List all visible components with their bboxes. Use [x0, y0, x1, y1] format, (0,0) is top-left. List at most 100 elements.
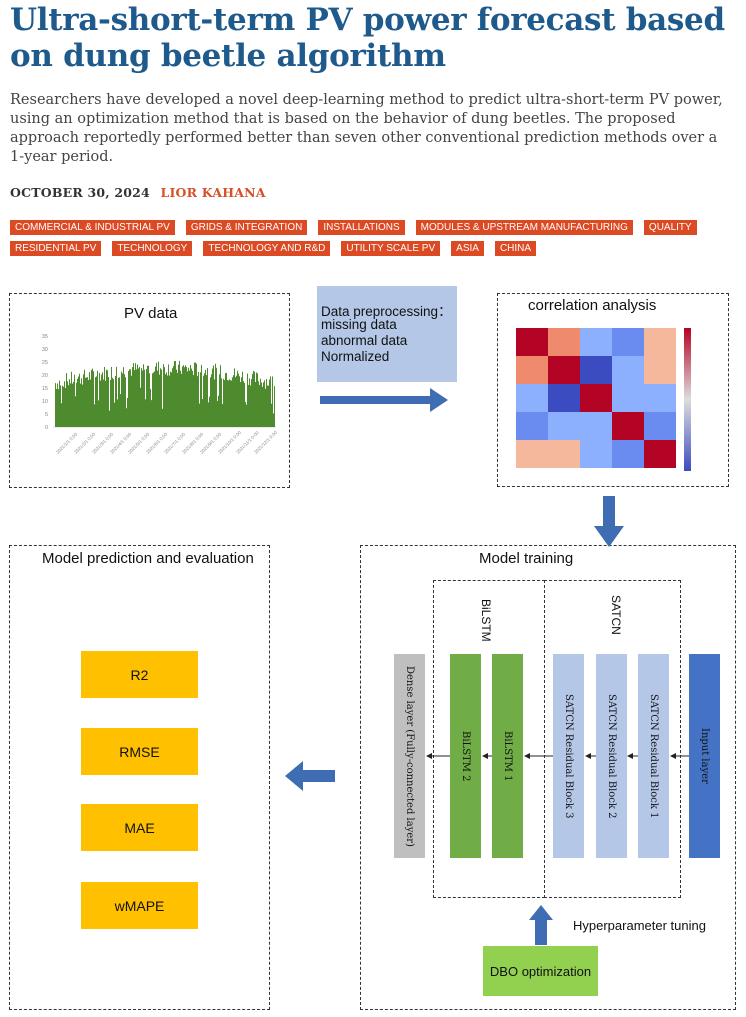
pv-bar — [245, 402, 246, 427]
pv-bar — [92, 368, 93, 427]
tag-technology-and-rd[interactable]: TECHNOLOGY AND R&D — [203, 241, 331, 256]
pv-bar — [91, 369, 92, 427]
pv-bar — [258, 381, 259, 427]
heatmap-cell — [612, 356, 644, 384]
pv-bar — [155, 366, 156, 427]
heatmap-cell — [548, 328, 580, 356]
correlation-title: correlation analysis — [528, 297, 657, 314]
pv-bar — [268, 385, 269, 427]
pv-bar — [175, 361, 176, 427]
heatmap-cell — [516, 412, 548, 440]
pv-bar — [69, 379, 70, 427]
pv-bar — [161, 369, 162, 427]
pv-bar — [70, 383, 71, 427]
pv-bar — [181, 373, 182, 427]
pv-bar — [159, 374, 160, 427]
pv-bar — [205, 370, 206, 427]
tag-quality[interactable]: QUALITY — [643, 220, 697, 235]
pv-bar — [266, 379, 267, 427]
pv-bar — [72, 383, 73, 427]
pv-bar — [105, 380, 106, 427]
pv-bar — [148, 365, 149, 427]
pv-bar — [113, 379, 114, 427]
publish-date: OCTOBER 30, 2024 — [10, 185, 150, 200]
heatmap-cell — [516, 440, 548, 468]
pv-bar — [209, 396, 210, 427]
pv-bar — [174, 360, 175, 427]
heatmap-cell — [548, 356, 580, 384]
pv-bar — [66, 373, 67, 427]
pv-bar — [122, 373, 123, 427]
pv-bar — [213, 365, 214, 427]
pv-bar — [145, 399, 146, 427]
pv-bar — [108, 377, 109, 427]
heatmap-cell — [612, 440, 644, 468]
pv-bar — [135, 363, 136, 427]
pv-y-ticks: 35 30 25 20 15 10 5 0 — [42, 334, 48, 431]
connector-head — [426, 753, 432, 759]
hyperparameter-label: Hyperparameter tuning — [573, 918, 706, 933]
pv-bar — [83, 374, 84, 427]
pv-bar — [272, 376, 273, 427]
metric-r2: R2 — [81, 651, 198, 698]
connector-head — [627, 753, 633, 759]
tag-utility-scale-pv[interactable]: UTILITY SCALE PV — [341, 241, 441, 256]
pv-bar — [146, 369, 147, 427]
pv-bar — [118, 377, 119, 427]
y-tick: 15 — [42, 386, 48, 392]
pv-bar — [183, 365, 184, 427]
pv-bar — [156, 362, 157, 427]
pv-bar — [87, 377, 88, 427]
pv-bar — [231, 380, 232, 427]
tag-residential-pv[interactable]: RESIDENTIAL PV — [10, 241, 102, 256]
pv-bar — [226, 372, 227, 427]
arrow-right-icon — [320, 388, 448, 412]
pv-bar — [211, 374, 212, 427]
pv-bar — [168, 364, 169, 427]
heatmap-cell — [580, 440, 612, 468]
tag-modules-upstream-manufacturing[interactable]: MODULES & UPSTREAM MANUFACTURING — [415, 220, 633, 235]
preprocessing-line-3: abnormal data — [321, 333, 408, 348]
pv-bar — [256, 372, 257, 427]
preprocessing-box — [317, 286, 457, 382]
pv-bar — [230, 380, 231, 427]
y-tick: 35 — [42, 334, 48, 340]
tag-grids-integration[interactable]: GRIDS & INTEGRATION — [185, 220, 308, 235]
evaluation-panel — [9, 545, 270, 1010]
arrow-left-icon — [285, 761, 335, 791]
tag-technology[interactable]: TECHNOLOGY — [112, 241, 193, 256]
pv-bar — [192, 370, 193, 427]
author-link[interactable]: LIOR KAHANA — [160, 185, 266, 200]
pv-bar — [194, 362, 195, 427]
pv-bar — [264, 380, 265, 427]
preprocessing-line-4: Normalized — [321, 349, 390, 364]
pv-bar — [182, 366, 183, 427]
pv-bar — [99, 372, 100, 427]
tag-installations[interactable]: INSTALLATIONS — [318, 220, 405, 235]
heatmap-cell — [644, 356, 676, 384]
pv-bar — [262, 386, 263, 427]
model-training-panel — [360, 545, 736, 1010]
pv-bar — [125, 377, 126, 427]
heatmap-cell — [516, 384, 548, 412]
satcn-block-2: SATCN Residual Block 2 — [596, 654, 627, 858]
arrow-up-icon — [529, 905, 553, 945]
y-tick: 20 — [42, 373, 48, 379]
pv-bar — [68, 385, 69, 427]
tag-asia[interactable]: ASIA — [451, 241, 484, 256]
pv-bar — [254, 371, 255, 427]
pv-bar — [221, 378, 222, 427]
pv-bar — [59, 380, 60, 427]
pv-bar — [160, 368, 161, 427]
pv-bar — [188, 367, 189, 427]
pv-bar — [201, 364, 202, 427]
connector-head — [585, 753, 591, 759]
pv-data-panel — [9, 293, 290, 488]
pv-bar — [143, 364, 144, 427]
pv-bar — [63, 386, 64, 427]
pv-bar — [57, 383, 58, 427]
tag-china[interactable]: CHINA — [494, 241, 537, 256]
tag-commercial-industrial-pv[interactable]: COMMERCIAL & INDUSTRIAL PV — [10, 220, 175, 235]
pv-bar — [224, 380, 225, 427]
pv-bar — [202, 399, 203, 427]
